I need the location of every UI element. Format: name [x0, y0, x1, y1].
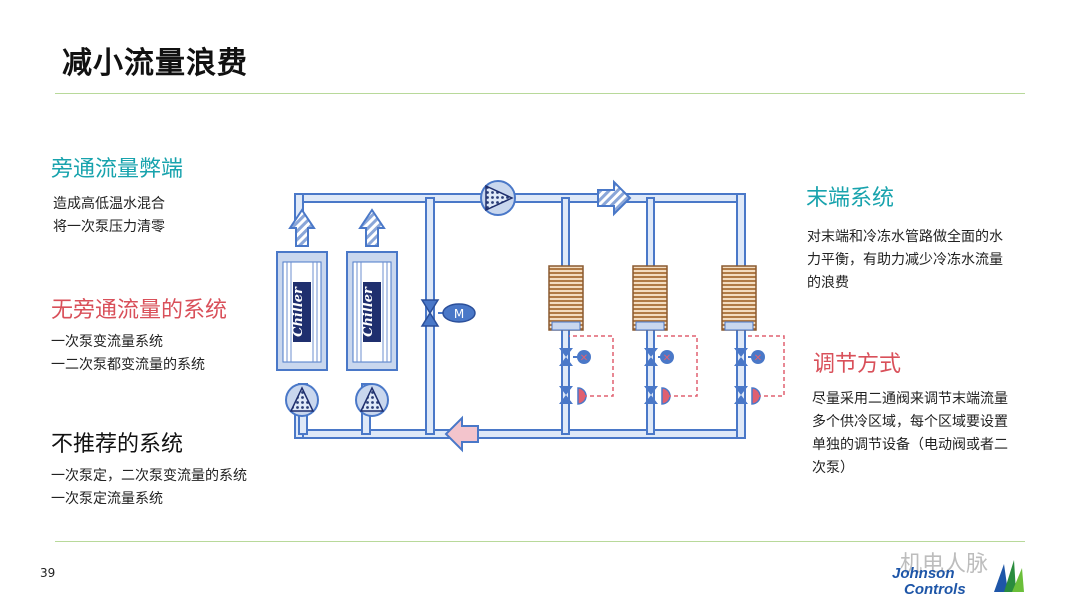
actuator-2-icon [660, 350, 674, 364]
bypass-text: 造成高低温水混合 将一次泵压力清零 [53, 193, 165, 239]
control-valve-1-icon [559, 348, 573, 366]
chiller-outlet-arrows [288, 208, 386, 247]
branch-3-valves: ✕ [734, 335, 785, 405]
return-flow-arrow [444, 415, 479, 453]
supply-flow-arrow [597, 179, 632, 217]
not-recommended-line-1: 一次泵定，二次泵变流量的系统 [51, 468, 247, 484]
balancing-valve-2-icon [644, 386, 658, 404]
bypass-line-1: 造成高低温水混合 [53, 196, 165, 212]
motor-label: M [454, 307, 464, 321]
balancing-valve-1-icon [559, 386, 573, 404]
chiller-1-label: Chiller [291, 286, 306, 337]
terminal-coil-3 [721, 265, 757, 331]
page-number: 39 [40, 566, 56, 580]
terminal-line-1: 对末端和冷冻水管路做全面的水 [807, 229, 1003, 245]
regulation-line-1: 尽量采用二通阀来调节末端流量 [812, 391, 1008, 407]
branch-2-valves: ✕ [644, 335, 698, 405]
regulation-text: 尽量采用二通阀来调节末端流量 多个供冷区域，每个区域要设置 单独的调节设备（电动… [812, 388, 1008, 480]
svg-text:✕: ✕ [663, 353, 671, 364]
regulator-2-icon [661, 387, 671, 405]
terminal-coil-1 [548, 265, 584, 331]
regulation-heading: 调节方式 [813, 352, 902, 377]
title-divider [55, 93, 1025, 94]
logo-line-2: Controls [904, 581, 966, 598]
svg-text:✕: ✕ [754, 353, 762, 364]
balancing-valve-3-icon [734, 386, 748, 404]
control-valve-3-icon [734, 348, 748, 366]
primary-pump-2-icon [355, 383, 389, 417]
bypass-motor-valve-icon: M [420, 299, 476, 327]
control-loop-3 [745, 335, 785, 397]
control-loop-2 [654, 335, 698, 397]
control-loop-1 [569, 335, 614, 397]
actuator-1-icon [577, 350, 591, 364]
terminal-line-3: 的浪费 [807, 275, 849, 291]
bypass-line-2: 将一次泵压力清零 [53, 219, 165, 235]
terminal-coil-2 [632, 265, 668, 331]
chiller-1: Chiller [276, 251, 328, 371]
chiller-2: Chiller [346, 251, 398, 371]
no-bypass-heading: 无旁通流量的系统 [51, 298, 228, 323]
up-arrow-2 [358, 208, 386, 247]
page-title: 减小流量浪费 [62, 46, 248, 81]
regulation-line-3: 单独的调节设备（电动阀或者二 [812, 437, 1008, 453]
not-recommended-text: 一次泵定，二次泵变流量的系统 一次泵定流量系统 [51, 465, 247, 511]
up-arrow-1 [288, 208, 316, 247]
not-recommended-heading: 不推荐的系统 [51, 432, 184, 457]
no-bypass-line-2: 一二次泵都变流量的系统 [51, 357, 205, 373]
actuator-3-icon [751, 350, 765, 364]
not-recommended-line-2: 一次泵定流量系统 [51, 491, 163, 507]
no-bypass-text: 一次泵变流量系统 一二次泵都变流量的系统 [51, 331, 205, 377]
footer-divider [55, 541, 1025, 542]
branch-1-valves: ✕ [559, 335, 614, 405]
terminal-line-2: 力平衡，有助力减少冷冻水流量 [807, 252, 1003, 268]
no-bypass-line-1: 一次泵变流量系统 [51, 334, 163, 350]
regulation-line-4: 次泵） [812, 460, 854, 476]
control-valve-2-icon [644, 348, 658, 366]
supply-header-pipe [298, 193, 742, 203]
bypass-heading: 旁通流量弊端 [51, 157, 184, 182]
regulation-line-2: 多个供冷区域，每个区域要设置 [812, 414, 1008, 430]
svg-text:✕: ✕ [580, 353, 588, 364]
logo-line-1: Johnson [892, 565, 955, 582]
chiller-2-label: Chiller [361, 286, 376, 337]
watermark: 机电人脉 [900, 552, 989, 577]
primary-pump-1-icon [285, 383, 319, 417]
secondary-pump-icon [480, 180, 516, 216]
regulator-3-icon [751, 387, 761, 405]
terminal-text: 对末端和冷冻水管路做全面的水 力平衡，有助力减少冷冻水流量 的浪费 [807, 226, 1003, 295]
logo-mark-icon [994, 560, 1024, 592]
regulator-1-icon [577, 387, 587, 405]
terminal-heading: 末端系统 [806, 186, 895, 211]
company-logo: Johnson Controls [892, 566, 992, 598]
